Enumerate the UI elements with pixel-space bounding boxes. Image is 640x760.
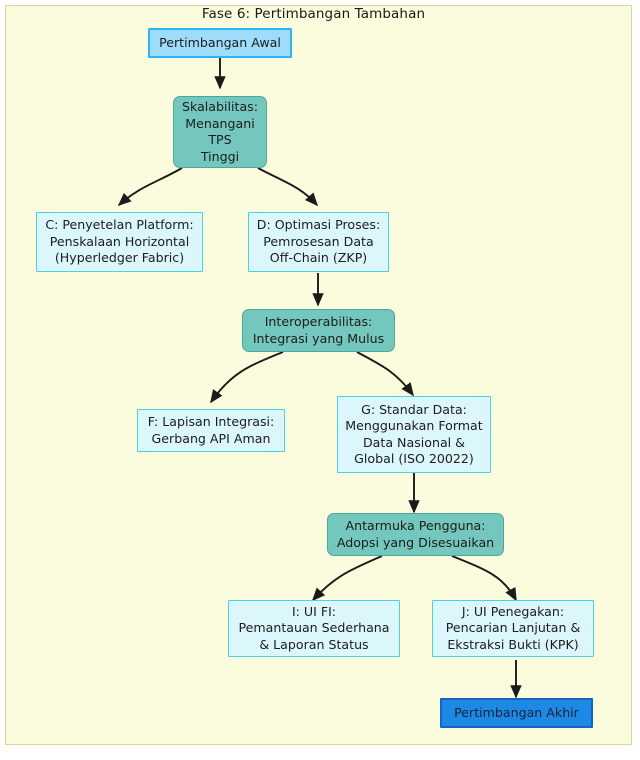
node-j-ui-penegakan[interactable]: J: UI Penegakan: Pencarian Lanjutan & Ek…: [432, 600, 594, 657]
node-interoperabilitas[interactable]: Interoperabilitas: Integrasi yang Mulus: [242, 309, 395, 352]
node-f-lapisan-integrasi[interactable]: F: Lapisan Integrasi: Gerbang API Aman: [137, 409, 285, 452]
node-d-optimasi-proses[interactable]: D: Optimasi Proses: Pemrosesan Data Off-…: [248, 212, 389, 272]
node-skalabilitas[interactable]: Skalabilitas: Menangani TPS Tinggi: [173, 96, 267, 168]
node-pertimbangan-awal[interactable]: Pertimbangan Awal: [148, 28, 292, 58]
node-pertimbangan-akhir[interactable]: Pertimbangan Akhir: [440, 698, 593, 728]
node-i-ui-fi[interactable]: I: UI FI: Pemantauan Sederhana & Laporan…: [228, 600, 400, 657]
diagram-title: Fase 6: Pertimbangan Tambahan: [201, 6, 426, 22]
node-c-penyetelan-platform[interactable]: C: Penyetelan Platform: Penskalaan Horiz…: [36, 212, 203, 272]
node-antarmuka-pengguna[interactable]: Antarmuka Pengguna: Adopsi yang Disesuai…: [327, 513, 504, 556]
node-g-standar-data[interactable]: G: Standar Data: Menggunakan Format Data…: [337, 396, 491, 473]
